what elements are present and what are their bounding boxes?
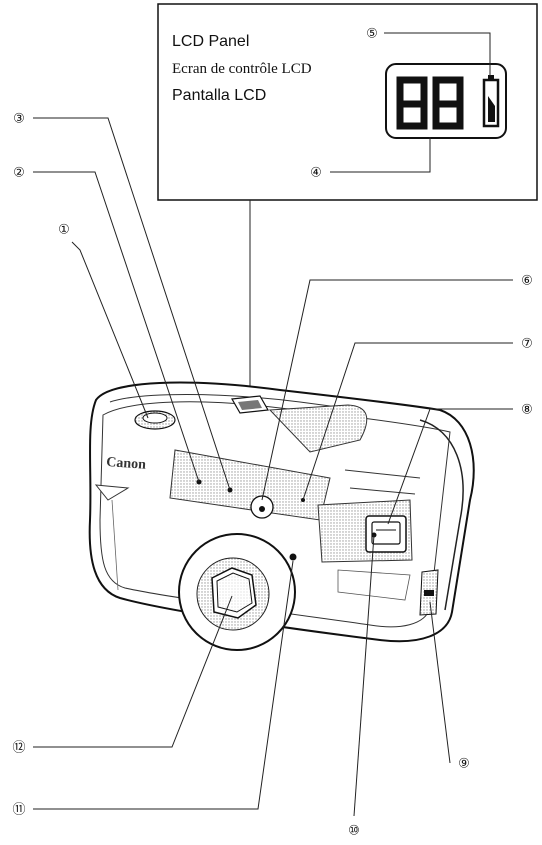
callout-5: ⑤ — [366, 26, 378, 41]
callout-11: ⑪ — [12, 802, 25, 817]
callout-1: ① — [58, 222, 70, 237]
lower-panel — [337, 569, 411, 601]
lcd-panel-inset: LCD Panel Ecran de contrôle LCD Pantalla… — [157, 3, 538, 201]
callout-3: ③ — [13, 111, 25, 126]
lcd-title-fr: Ecran de contrôle LCD — [172, 61, 312, 77]
battery-icon — [482, 75, 500, 128]
callout-9: ⑨ — [458, 756, 470, 771]
lcd-frame-counter-digits — [396, 76, 464, 130]
side-switch — [419, 569, 439, 616]
shutter-button — [134, 410, 176, 430]
camera-body: Canon — [88, 381, 475, 651]
camera-grip — [419, 419, 464, 611]
leader-4 — [330, 137, 431, 173]
leader-11 — [33, 560, 294, 810]
flash-housing — [268, 404, 368, 453]
body-accent-left — [94, 484, 130, 501]
lcd-title-es: Pantalla LCD — [172, 87, 266, 104]
lcd-title-en: LCD Panel — [172, 33, 249, 50]
camera-top-ridge — [109, 394, 361, 411]
lens-glass — [216, 572, 253, 613]
leader-6 — [261, 279, 513, 501]
lcd-window-top — [231, 395, 269, 414]
callout-8: ⑧ — [521, 402, 533, 417]
leader-5 — [384, 32, 491, 76]
callout-10: ⑩ — [348, 823, 360, 838]
top-ridge-right-2 — [349, 487, 416, 495]
leader-3 — [33, 117, 231, 491]
top-ridge-right-1 — [344, 469, 421, 479]
leader-12 — [33, 595, 233, 748]
leader-2 — [33, 171, 200, 483]
body-seam-left — [111, 499, 119, 591]
viewfinder-window — [365, 515, 407, 553]
leader-7 — [302, 342, 513, 501]
lens-assembly — [178, 533, 296, 651]
callout-2: ② — [13, 165, 25, 180]
leader-10 — [353, 534, 375, 817]
callout-6: ⑥ — [521, 273, 533, 288]
leader-8 — [387, 408, 513, 525]
brand-logo: Canon — [106, 455, 147, 473]
red-eye-reduction-lamp — [289, 553, 297, 561]
self-timer-lamp-center — [259, 506, 265, 512]
callout-4: ④ — [310, 165, 322, 180]
callout-12: ⑫ — [12, 740, 25, 755]
callouts: ① ② ③ ⑥ ⑦ ⑧ ⑨ ⑩ ⑪ ⑫ — [12, 111, 532, 838]
leader-1 — [71, 241, 149, 419]
leader-9 — [429, 601, 451, 764]
callout-7: ⑦ — [521, 336, 533, 351]
